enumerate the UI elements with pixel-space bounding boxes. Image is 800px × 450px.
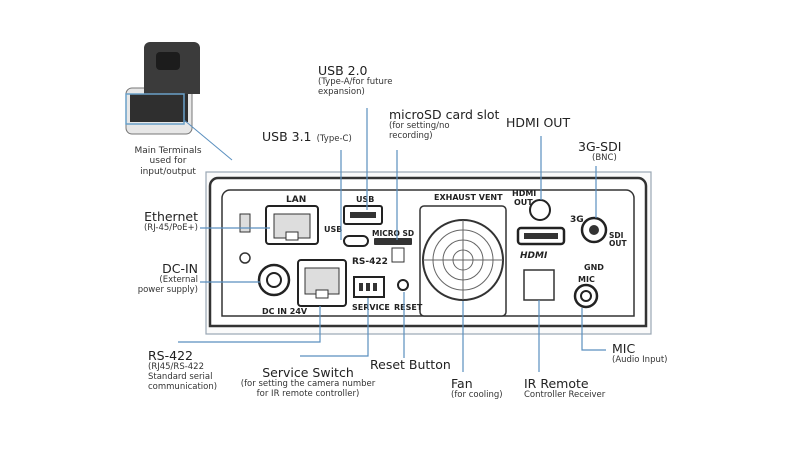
microsd-callout: microSD card slot (for setting/no record… <box>389 107 500 142</box>
reset-callout: Reset Button <box>370 357 451 372</box>
usb31-sub: (Type-C) <box>316 134 352 144</box>
ethernet-sub: (RJ-45/PoE+) <box>143 223 198 234</box>
panel-label-hdmi-logo: HDMI <box>520 251 548 261</box>
panel-label-micro-sd: MICRO SD <box>372 229 414 238</box>
fan-sub: (for cooling) <box>451 390 503 401</box>
main-terminals-label: Main Terminals used for input/output <box>134 146 202 177</box>
rs422-sub: (RJ45/RS-422 Standard serial communicati… <box>148 362 218 392</box>
panel-label-gnd: GND <box>584 263 604 272</box>
rs422-title: RS-422 <box>148 348 193 363</box>
hdmi-callout: HDMI OUT <box>506 115 571 130</box>
panel-label-reset: RESET <box>394 303 423 312</box>
ir-title: IR Remote <box>524 376 589 391</box>
panel-label-usb-c: USB <box>324 225 342 234</box>
mic-sub: (Audio Input) <box>612 355 668 366</box>
usb31-callout: USB 3.1 (Type-C) <box>262 127 352 145</box>
sdi-title: 3G-SDI <box>578 139 622 154</box>
hdmi-title: HDMI OUT <box>506 115 571 130</box>
usb20-callout: USB 2.0 (Type-A/for future expansion) <box>318 63 393 98</box>
dcin-callout: DC-IN (External power supply) <box>100 261 198 296</box>
panel-label-mic: MIC <box>578 275 595 284</box>
usb20-sub: (Type-A/for future expansion) <box>318 77 393 98</box>
sdi-callout: 3G-SDI (BNC) <box>578 139 622 164</box>
leader-lines <box>178 108 606 372</box>
service-callout: Service Switch (for setting the camera n… <box>228 365 388 400</box>
panel-label-usb: USB <box>356 195 374 204</box>
ir-sub: Controller Receiver <box>524 390 606 401</box>
mic-callout: MIC (Audio Input) <box>612 341 668 366</box>
rs422-callout: RS-422 (RJ45/RS-422 Standard serial comm… <box>148 348 218 393</box>
reset-title: Reset Button <box>370 357 451 372</box>
panel-label-dc-in: DC IN 24V <box>262 307 308 316</box>
panel-label-3g: 3G <box>570 215 584 225</box>
ethernet-title: Ethernet <box>144 209 198 224</box>
rear-panel: LAN USB USB MICRO SD RS-422 DC IN 24V SE… <box>205 171 652 335</box>
sdi-sub: (BNC) <box>592 153 617 164</box>
mic-title: MIC <box>612 341 636 356</box>
camera-thumbnail <box>125 42 200 135</box>
dcin-sub: (External power supply) <box>137 275 198 296</box>
dcin-title: DC-IN <box>162 261 198 276</box>
usb31-title: USB 3.1 <box>262 129 312 144</box>
panel-label-rs422: RS-422 <box>352 257 388 267</box>
service-sub: (for setting the camera number for IR re… <box>240 379 376 400</box>
microsd-sub: (for setting/no recording) <box>389 121 450 142</box>
fan-title: Fan <box>451 376 473 391</box>
panel-label-lan: LAN <box>286 195 306 205</box>
usb20-title: USB 2.0 <box>318 63 368 78</box>
panel-label-exhaust-vent: EXHAUST VENT <box>434 193 503 202</box>
ir-callout: IR Remote Controller Receiver <box>524 376 606 401</box>
service-title: Service Switch <box>262 365 354 380</box>
ethernet-callout: Ethernet (RJ-45/PoE+) <box>100 209 198 234</box>
fan-callout: Fan (for cooling) <box>451 376 503 401</box>
microsd-title: microSD card slot <box>389 107 500 122</box>
panel-label-service: SERVICE <box>352 303 390 312</box>
